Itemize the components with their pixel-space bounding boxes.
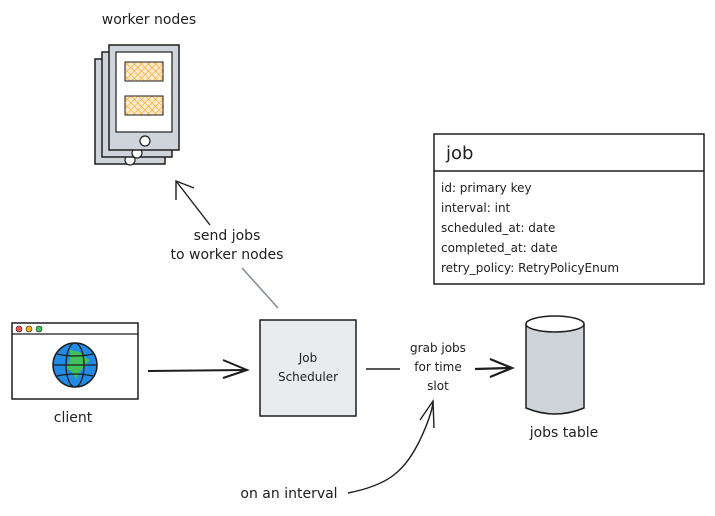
grab-jobs-label-line1: grab jobs — [410, 341, 466, 355]
worker-nodes-icon[interactable] — [94, 44, 180, 166]
grab-jobs-label-line3: slot — [427, 379, 449, 393]
job-scheduler-box[interactable]: Job Scheduler — [259, 319, 357, 417]
jobs-table-label: jobs table — [529, 425, 599, 441]
scheduler-label-line2: Scheduler — [278, 370, 338, 384]
entity-field: scheduled_at: date — [441, 221, 555, 235]
entity-border — [433, 133, 705, 285]
screen-block-2 — [124, 95, 164, 116]
device-button — [139, 135, 151, 147]
scheduler-rect — [259, 319, 357, 417]
client-label: client — [54, 410, 93, 426]
jobs-table-database-icon[interactable] — [525, 315, 585, 415]
worker-nodes-label: worker nodes — [102, 12, 196, 28]
send-jobs-arrow — [175, 179, 279, 309]
maximize-dot-icon — [35, 325, 43, 333]
scheduler-to-db-arrow — [366, 357, 515, 379]
grab-jobs-label-line2: for time — [414, 360, 461, 374]
minimize-dot-icon — [25, 325, 33, 333]
cylinder-top — [525, 315, 585, 333]
send-jobs-label-line1: send jobs — [194, 228, 261, 244]
on-interval-label: on an interval — [240, 486, 337, 502]
interval-arrow — [347, 398, 435, 494]
globe-icon — [52, 342, 98, 388]
close-dot-icon — [15, 325, 23, 333]
entity-field: interval: int — [441, 201, 511, 215]
entity-field: id: primary key — [441, 181, 532, 195]
entity-title: job — [445, 143, 473, 164]
job-entity-box[interactable]: job id: primary key interval: int schedu… — [433, 133, 705, 285]
screen-block-1 — [124, 61, 164, 82]
scheduler-label-line1: Job — [298, 351, 318, 365]
client-to-scheduler-arrow — [147, 359, 250, 379]
client-browser-icon[interactable] — [11, 322, 139, 400]
send-jobs-label-line2: to worker nodes — [171, 247, 284, 263]
entity-field: completed_at: date — [441, 241, 558, 255]
cylinder-body — [525, 324, 585, 415]
entity-field: retry_policy: RetryPolicyEnum — [441, 261, 619, 275]
